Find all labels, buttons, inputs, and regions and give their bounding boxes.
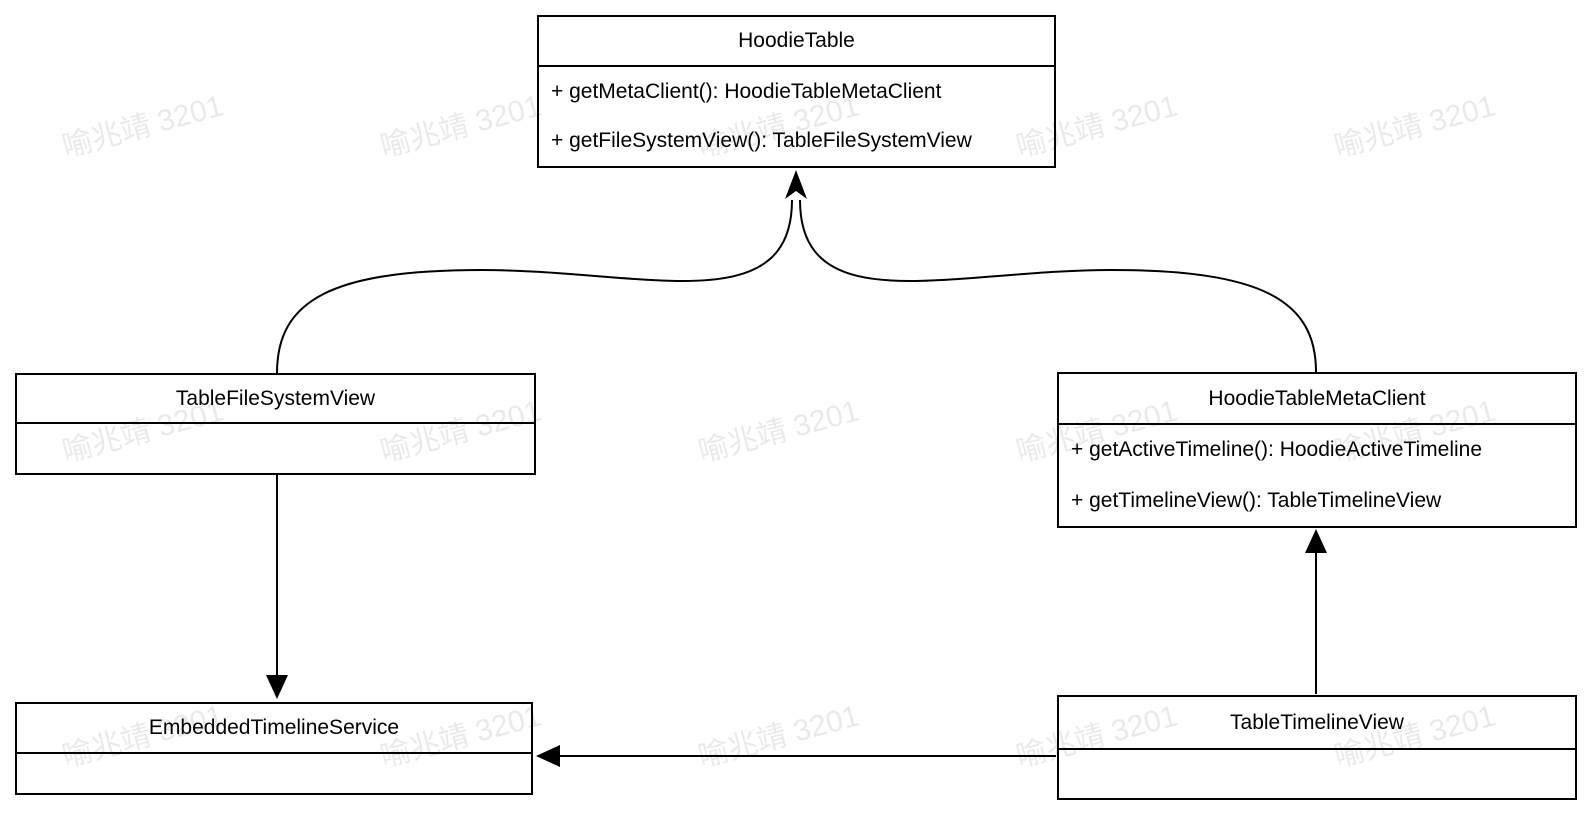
arrowhead-up-hoodietablemetaclient <box>1305 529 1327 553</box>
class-box-hoodietable: HoodieTable + getMetaClient(): HoodieTab… <box>537 15 1056 168</box>
class-name-tablefilesystemview: TableFileSystemView <box>17 375 534 424</box>
method-getfilesystemview: + getFileSystemView(): TableFileSystemVi… <box>551 129 972 153</box>
empty-compartment <box>17 424 534 473</box>
class-name-hoodietable: HoodieTable <box>539 17 1054 67</box>
class-box-embeddedtimelineservice: EmbeddedTimelineService <box>15 702 533 795</box>
method-getmetaclient: + getMetaClient(): HoodieTableMetaClient <box>551 79 942 103</box>
method-gettimelineview: + getTimelineView(): TableTimelineView <box>1071 488 1442 512</box>
class-box-tablefilesystemview: TableFileSystemView <box>15 373 536 475</box>
class-name-hoodietablemetaclient: HoodieTableMetaClient <box>1059 374 1575 425</box>
empty-compartment <box>17 754 531 793</box>
edge-tablefilesystemview-to-hoodietable <box>276 199 793 374</box>
class-methods-hoodietablemetaclient: + getActiveTimeline(): HoodieActiveTimel… <box>1059 425 1575 526</box>
class-box-hoodietablemetaclient: HoodieTableMetaClient + getActiveTimelin… <box>1057 372 1577 528</box>
arrowhead-up-hoodietable <box>785 170 807 199</box>
arrowhead-down-embeddedtimelineservice <box>266 675 288 699</box>
empty-compartment <box>1059 750 1575 798</box>
class-methods-hoodietable: + getMetaClient(): HoodieTableMetaClient… <box>539 67 1054 166</box>
edge-hoodietablemetaclient-to-hoodietable <box>799 199 1317 373</box>
arrowhead-left-embeddedtimelineservice <box>536 745 560 767</box>
method-getactivetimeline: + getActiveTimeline(): HoodieActiveTimel… <box>1071 438 1483 462</box>
class-box-tabletimelineview: TableTimelineView <box>1057 695 1577 800</box>
class-name-tabletimelineview: TableTimelineView <box>1059 697 1575 750</box>
class-name-embeddedtimelineservice: EmbeddedTimelineService <box>17 704 531 754</box>
